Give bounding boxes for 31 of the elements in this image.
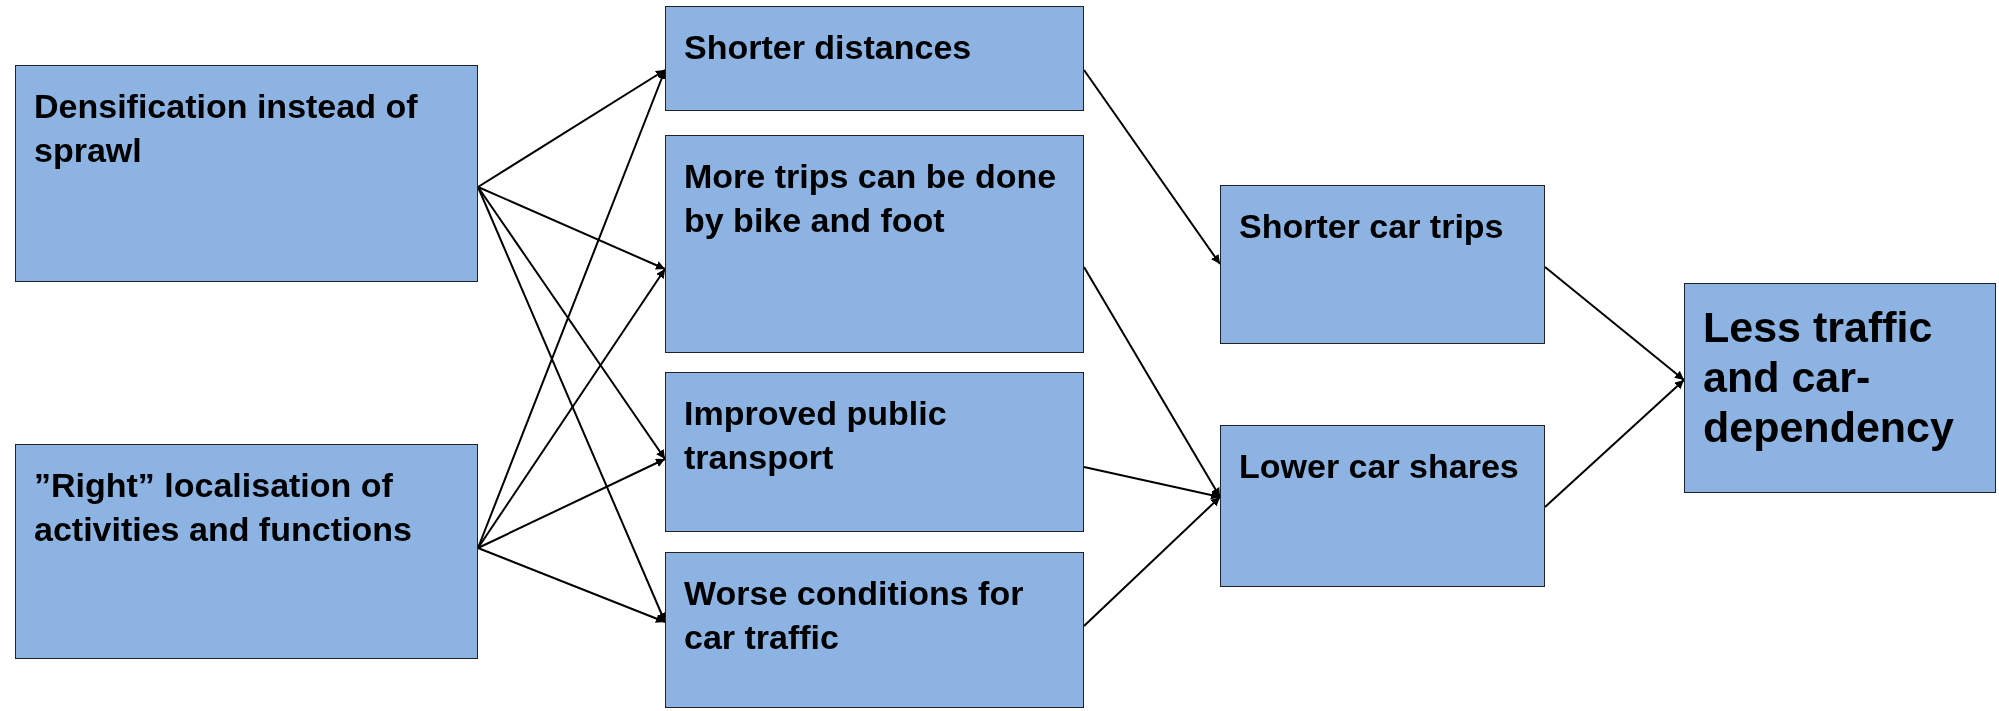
box-label: Shorter car trips (1239, 206, 1505, 247)
box-label: More trips can be done by bike and foot (684, 156, 1058, 241)
box-label: Shorter distances (684, 27, 973, 68)
box-label: Less traffic and car-dependency (1703, 302, 1955, 452)
arrow (1083, 496, 1221, 627)
process-box (665, 6, 1084, 111)
arrow (477, 186, 666, 623)
box-label: Densification instead of sprawl (34, 86, 419, 171)
process-box (1220, 425, 1545, 587)
process-box (665, 372, 1084, 532)
box-label: Lower car shares (1239, 446, 1520, 487)
arrow (477, 186, 666, 460)
process-box (15, 65, 478, 282)
arrow (477, 186, 666, 270)
arrow (1544, 379, 1685, 508)
arrow (1544, 266, 1685, 381)
box-label: Worse conditions for car traffic (684, 573, 1025, 658)
arrow (1083, 266, 1221, 498)
arrow (477, 458, 666, 549)
process-box (665, 135, 1084, 353)
arrow (1083, 466, 1221, 500)
arrow (477, 69, 666, 188)
box-label: Improved public transport (684, 393, 948, 478)
box-label: ”Right” localisation of activities and functions (34, 465, 413, 550)
arrow (1083, 69, 1221, 265)
arrow (477, 268, 666, 549)
process-box (1684, 283, 1996, 493)
process-box (15, 444, 478, 659)
process-box (665, 552, 1084, 708)
arrow (477, 547, 666, 623)
process-box (1220, 185, 1545, 344)
